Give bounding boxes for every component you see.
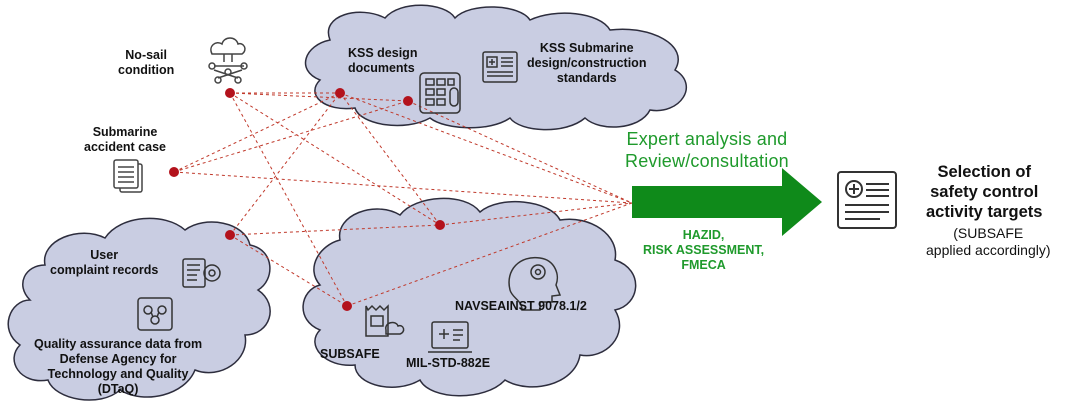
connection-nodes <box>169 88 445 311</box>
newspaper-icon <box>482 51 518 83</box>
label-kss-design-docs: KSS design documents <box>348 46 418 75</box>
label-kss-standards: KSS Submarine design/construction standa… <box>527 41 647 85</box>
gear-document-icon <box>182 258 221 288</box>
node-kss-standards <box>403 96 413 106</box>
network-cloud-icon <box>208 37 248 84</box>
calculator-icon <box>419 72 461 114</box>
node-navsea <box>435 220 445 230</box>
node-quality <box>225 230 235 240</box>
node-no-sail <box>225 88 235 98</box>
label-accident-case: Submarine accident case <box>84 125 166 154</box>
computer-medical-icon <box>428 321 472 353</box>
cloud-standards <box>302 197 637 397</box>
document-icon <box>113 159 143 193</box>
result-title: Selection of safety control activity tar… <box>926 163 1043 221</box>
label-mil-std: MIL-STD-882E <box>406 356 491 370</box>
node-kss-docs <box>335 88 345 98</box>
label-user-complaints: User complaint records <box>50 248 159 277</box>
gear-head-icon <box>508 256 562 311</box>
receipt-icon <box>365 304 405 337</box>
label-navseainst: NAVSEAINST 9078.1/2 <box>455 299 587 313</box>
label-no-sail: No-sail condition <box>118 48 175 77</box>
process-title: Expert analysis and Review/consultation <box>625 129 789 171</box>
node-accident <box>169 167 179 177</box>
label-subsafe: SUBSAFE <box>320 347 380 361</box>
connection-lines <box>173 92 633 307</box>
newspaper-result-icon <box>837 171 897 229</box>
label-dtaq: Quality assurance data from Defense Agen… <box>34 337 203 396</box>
quality-book-icon <box>137 297 173 331</box>
process-methods: HAZID, RISK ASSESSMENT, FMECA <box>643 228 765 272</box>
process-arrow <box>632 168 822 236</box>
node-subsafe <box>342 301 352 311</box>
result-note: (SUBSAFE applied accordingly) <box>926 225 1051 258</box>
